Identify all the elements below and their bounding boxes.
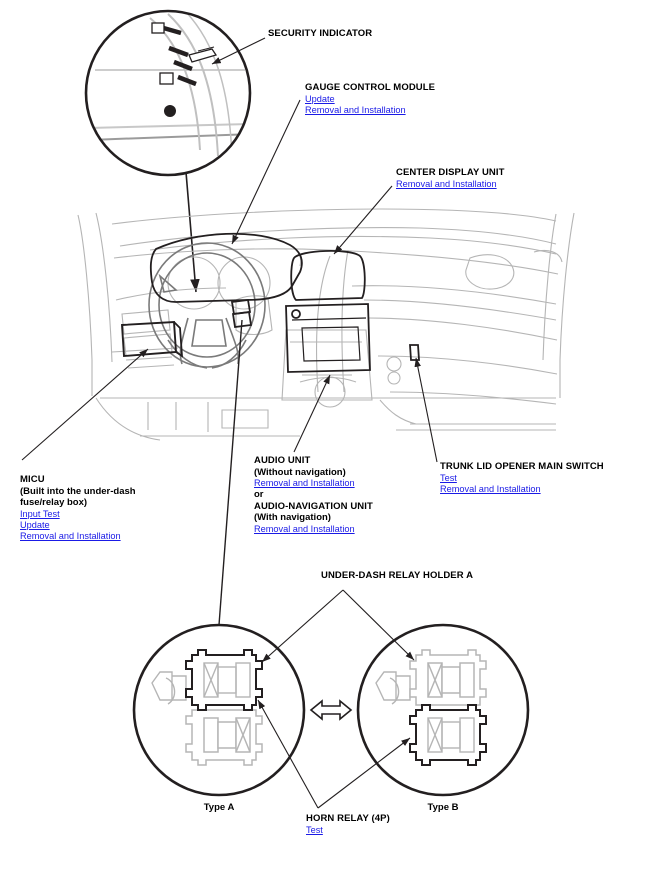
link-center-display-removal-installation[interactable]: Removal and Installation [396, 178, 497, 189]
detail-circle-type-a [132, 623, 306, 797]
micu-note-line2: fuse/relay box) [20, 497, 88, 508]
leader-relay-holder [218, 319, 243, 626]
leader-horn-relay-left [257, 699, 319, 809]
trunk-switch-highlight [409, 344, 420, 361]
gauge-control-module-highlight [149, 232, 303, 303]
type-a-label: Type A [203, 802, 235, 813]
callout-under-dash-relay-holder-a: UNDER-DASH RELAY HOLDER A [321, 570, 473, 582]
security-indicator-title: SECURITY INDICATOR [268, 28, 373, 39]
security-indicator-detail-art [87, 11, 250, 161]
leader-security-indicator [211, 37, 266, 65]
leader-trunk-switch [414, 357, 438, 463]
gauge-control-module-title: GAUGE CONTROL MODULE [305, 82, 436, 93]
leader-horn-relay-right [317, 737, 411, 809]
callout-center-display-unit: CENTER DISPLAY UNIT Removal and Installa… [396, 167, 505, 190]
link-micu-input-test[interactable]: Input Test [20, 508, 60, 519]
leader-center-display [333, 185, 393, 255]
audio-unit-conjunction: or [254, 489, 264, 501]
link-gauge-update[interactable]: Update [305, 93, 335, 104]
link-micu-update[interactable]: Update [20, 519, 50, 530]
callout-audio-unit: AUDIO UNIT (Without navigation) Removal … [254, 455, 373, 535]
under-dash-relay-holder-a-title: UNDER-DASH RELAY HOLDER A [321, 570, 474, 581]
type-b-label: Type B [427, 802, 459, 813]
callout-security-indicator: SECURITY INDICATOR [268, 28, 372, 40]
detail-circle-type-b [356, 623, 530, 797]
detail-circle-security [84, 9, 252, 177]
type-a-label-wrap: Type A [189, 797, 249, 815]
callout-gauge-control-module: GAUGE CONTROL MODULE Update Removal and … [305, 82, 435, 116]
audio-navigation-unit-title: AUDIO-NAVIGATION UNIT [254, 500, 373, 512]
security-indicator-dot [164, 105, 176, 117]
swap-arrow-icon [309, 699, 353, 721]
audio-unit-variant: (Without navigation) [254, 466, 346, 478]
center-display-unit-title: CENTER DISPLAY UNIT [396, 167, 505, 178]
leader-micu [21, 348, 149, 461]
leader-gauge-control-module [231, 99, 301, 245]
audio-unit-highlight [285, 303, 371, 373]
type-b-detail-art [375, 649, 487, 766]
audio-unit-title: AUDIO UNIT [254, 455, 311, 466]
callout-micu: MICU (Built into the under-dash fuse/rel… [20, 474, 136, 542]
leader-holder-a-left [261, 589, 344, 663]
link-trunk-removal-installation[interactable]: Removal and Installation [440, 483, 541, 494]
audio-navigation-unit-variant: (With navigation) [254, 512, 331, 524]
leader-audio-unit [293, 374, 331, 453]
type-a-detail-art [151, 649, 263, 766]
link-gauge-removal-installation[interactable]: Removal and Installation [305, 104, 406, 115]
link-trunk-test[interactable]: Test [440, 472, 457, 483]
link-micu-removal-installation[interactable]: Removal and Installation [20, 530, 121, 541]
horn-relay-title: HORN RELAY (4P) [306, 813, 390, 824]
center-display-highlight [290, 250, 366, 301]
callout-trunk-lid-opener-main-switch: TRUNK LID OPENER MAIN SWITCH Test Remova… [440, 461, 604, 495]
leader-security-detail [185, 171, 200, 293]
micu-title: MICU [20, 474, 45, 485]
callout-horn-relay: HORN RELAY (4P) Test [306, 813, 390, 836]
type-b-label-wrap: Type B [413, 797, 473, 815]
leader-holder-a-right [342, 589, 415, 661]
link-horn-relay-test[interactable]: Test [306, 824, 323, 835]
column-switch-highlight [230, 298, 252, 316]
link-audio-unit-removal-installation[interactable]: Removal and Installation [254, 478, 355, 488]
dashboard-illustration [77, 208, 575, 441]
link-audio-navigation-removal-installation[interactable]: Removal and Installation [254, 523, 355, 534]
trunk-lid-opener-title: TRUNK LID OPENER MAIN SWITCH [440, 461, 604, 472]
micu-note-line1: (Built into the under-dash [20, 485, 136, 497]
